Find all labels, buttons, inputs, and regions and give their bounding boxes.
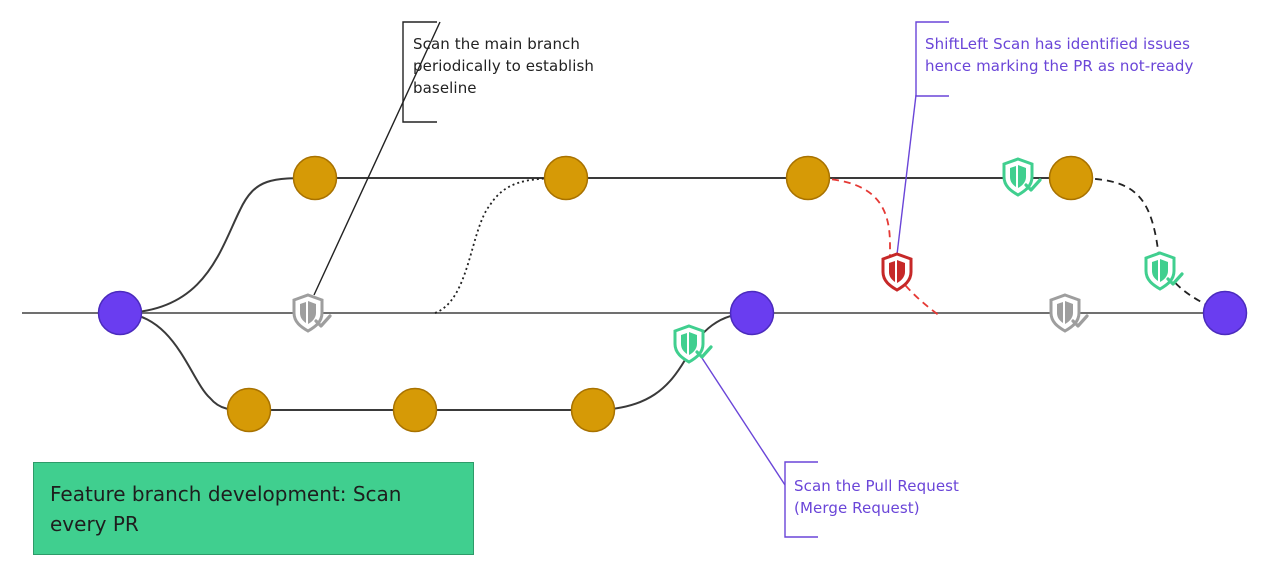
- feature-bottom-commit-2: [392, 387, 438, 433]
- pr-callout-text: Scan the Pull Request (Merge Request): [794, 475, 1054, 519]
- issue-callout-bracket: [915, 21, 949, 97]
- pr-callout-line: (Merge Request): [794, 499, 920, 517]
- main-commit-start: [97, 290, 143, 336]
- issue-callout-text: ShiftLeft Scan has identified issues hen…: [925, 33, 1275, 77]
- baseline-callout-line: Scan the main branch: [413, 35, 581, 53]
- feature-top-commit-4: [1048, 155, 1094, 201]
- issue-callout-line: ShiftLeft Scan has identified issues: [925, 35, 1190, 53]
- baseline-callout-leader: [313, 21, 441, 296]
- feature-bottom-commit-3: [570, 387, 616, 433]
- pr-callout-line: Scan the Pull Request: [794, 477, 960, 495]
- rebase-dotted-line: [434, 177, 567, 314]
- pr-callout-leader: [699, 354, 786, 486]
- feature-branch-note-text: Feature branch development: Scan every P…: [50, 482, 402, 536]
- merge-dashed-line: [1070, 177, 1226, 314]
- baseline-callout-line: baseline: [413, 79, 477, 97]
- main-commit-merge-1: [729, 290, 775, 336]
- shield-alert-icon: [881, 252, 913, 292]
- baseline-callout-bracket: [402, 21, 437, 123]
- feature-top-commit-3: [785, 155, 831, 201]
- issue-callout-leader: [895, 94, 917, 264]
- baseline-callout-text: Scan the main branch periodically to est…: [413, 33, 653, 99]
- feature-branch-note: Feature branch development: Scan every P…: [33, 462, 474, 555]
- feature-bottom-commit-1: [226, 387, 272, 433]
- pr-callout-bracket: [784, 461, 818, 538]
- feature-branch-bottom-line: [119, 312, 753, 411]
- feature-top-commit-1: [292, 155, 338, 201]
- main-commit-end: [1202, 290, 1248, 336]
- baseline-callout-line: periodically to establish: [413, 57, 594, 75]
- issue-callout-line: hence marking the PR as not-ready: [925, 57, 1194, 75]
- feature-branch-top-line: [119, 177, 1050, 314]
- feature-top-commit-2: [543, 155, 589, 201]
- failed-pr-dashed-line: [807, 177, 941, 317]
